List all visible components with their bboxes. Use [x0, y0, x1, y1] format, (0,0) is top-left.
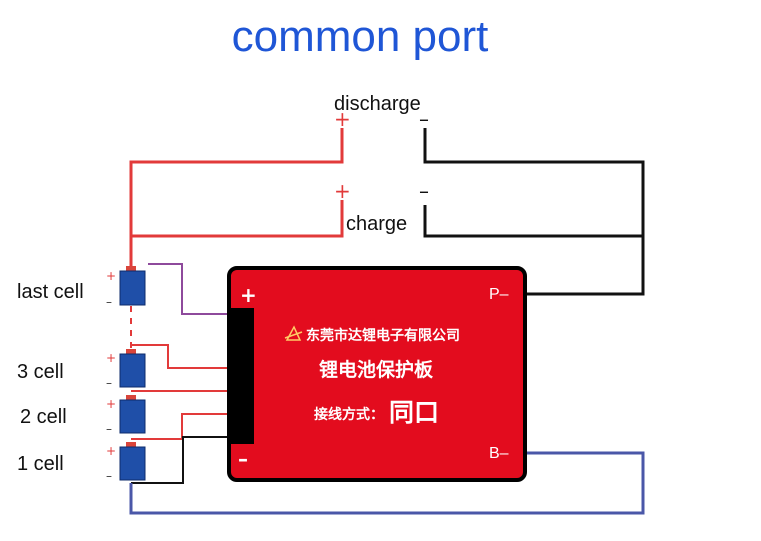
cell-2-plus: + — [106, 397, 116, 411]
balance-wires-red — [131, 344, 236, 440]
balance-wire-1-cell — [131, 413, 236, 440]
cell-3: + – — [106, 349, 146, 390]
black-wires — [423, 128, 645, 296]
cell-2: + – — [106, 395, 146, 436]
cell-last: + – — [106, 266, 146, 309]
company-logo-icon — [284, 325, 303, 341]
protection-board: + – P– B– 东莞市达锂电子有限公司 锂电池保护板 接线方式： 同口 — [227, 266, 527, 482]
cell-1-label: 1 cell — [17, 453, 64, 475]
company-name: 东莞市达锂电子有限公司 — [306, 327, 460, 344]
wiring-method-value: 同口 — [389, 398, 439, 427]
battery-cells: + – + – + – + – — [106, 266, 146, 483]
cell-3-plus: + — [106, 351, 116, 365]
wiring-method-label: 接线方式： — [314, 406, 384, 423]
cell-last-label: last cell — [17, 281, 84, 303]
cell-3-label: 3 cell — [17, 361, 64, 383]
cell-1-minus: – — [106, 469, 112, 483]
cell-1-plus: + — [106, 444, 116, 458]
discharge-plus-sign: + — [334, 107, 351, 131]
charge-negative-wire — [423, 205, 643, 238]
cell-3-minus: – — [106, 376, 112, 390]
cell-last-minus: – — [106, 295, 112, 309]
charge-plus-sign: + — [334, 179, 351, 203]
discharge-minus-sign: – — [419, 107, 429, 131]
board-minus-label: – — [238, 447, 248, 471]
diagram-title: common port — [232, 12, 489, 61]
b-minus-wire — [129, 451, 645, 515]
discharge-label: discharge — [334, 93, 421, 115]
board-p-minus-label: P– — [489, 286, 509, 303]
product-name: 锂电池保护板 — [319, 358, 434, 381]
cell-2-label: 2 cell — [20, 406, 67, 428]
balance-wire-3-cell — [131, 344, 236, 369]
charge-label: charge — [346, 213, 407, 235]
board-b-minus-label: B– — [489, 445, 509, 462]
balance-wire-ground — [131, 436, 236, 484]
balance-wire-last-cell — [148, 263, 236, 315]
cell-last-plus: + — [106, 269, 116, 283]
discharge-positive-wire — [129, 128, 344, 269]
cell-1: + – — [106, 442, 146, 483]
board-plus-label: + — [240, 283, 257, 307]
charge-positive-wire — [131, 200, 344, 238]
balance-connector — [228, 308, 254, 444]
red-wires — [129, 128, 344, 269]
charge-minus-sign: – — [419, 179, 429, 203]
discharge-negative-wire — [423, 128, 645, 296]
cell-2-minus: – — [106, 422, 112, 436]
